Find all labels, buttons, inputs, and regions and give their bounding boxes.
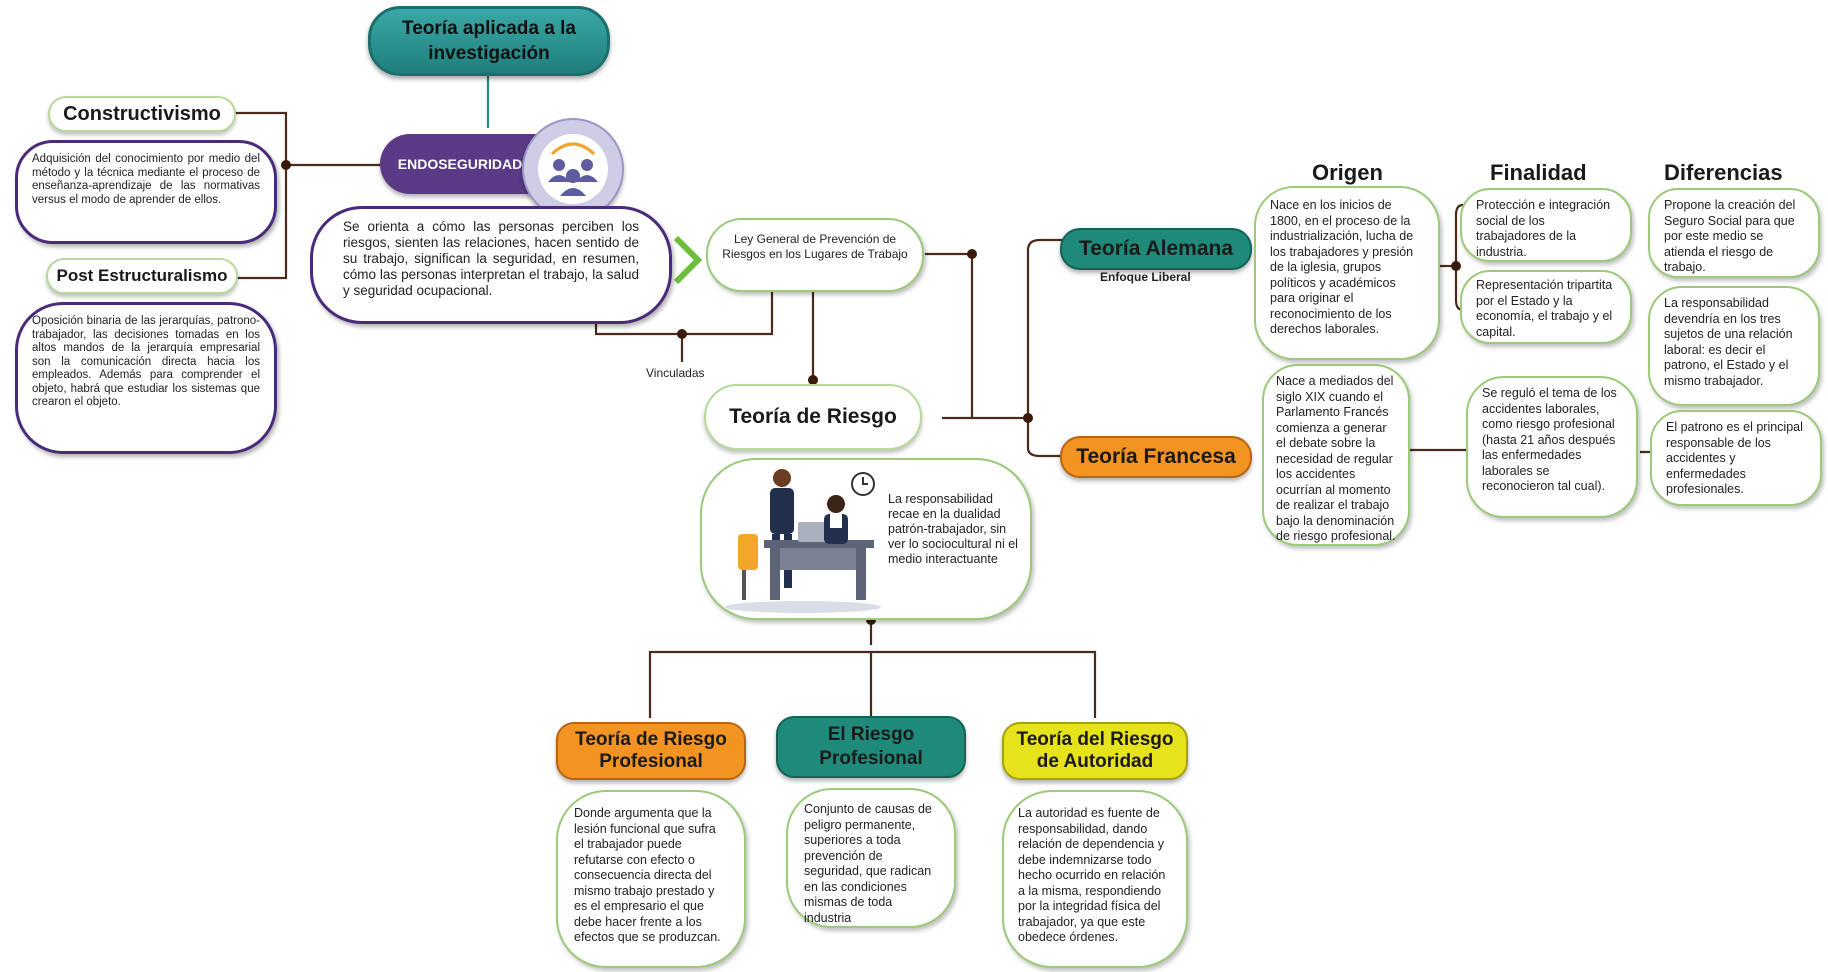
francesa-diferencias-text: El patrono es el principal responsable d… bbox=[1666, 420, 1803, 496]
vinculadas-label: Vinculadas bbox=[646, 366, 705, 380]
diferencias-header: Diferencias bbox=[1664, 160, 1783, 185]
teoria-riesgo-profesional-box: Donde argumenta que la lesión funcional … bbox=[556, 790, 746, 968]
teoria-riesgo-autoridad-title-text: Teoría del Riesgo de Autoridad bbox=[1016, 729, 1174, 772]
main-title: Teoría aplicada a la investigación bbox=[368, 6, 610, 76]
francesa-origen-box: Nace a mediados del siglo XIX cuando el … bbox=[1262, 364, 1410, 546]
endoseguridad-label-text: ENDOSEGURIDAD bbox=[397, 156, 523, 172]
constructivismo-title: Constructivismo bbox=[48, 96, 236, 132]
teoria-riesgo-autoridad-title: Teoría del Riesgo de Autoridad bbox=[1002, 722, 1188, 780]
el-riesgo-profesional-text: Conjunto de causas de peligro permanente… bbox=[804, 802, 932, 925]
teoria-francesa-title-text: Teoría Francesa bbox=[1076, 445, 1236, 468]
enfoque-liberal-label: Enfoque Liberal bbox=[1100, 270, 1191, 284]
finalidad-header: Finalidad bbox=[1490, 160, 1587, 185]
alemana-finalidad-text-2: Representación tripartita por el Estado … bbox=[1476, 278, 1613, 339]
alemana-origen-text: Nace en los inicios de 1800, en el proce… bbox=[1270, 198, 1414, 336]
people-group-icon bbox=[522, 118, 624, 220]
alemana-finalidad-text-1: Protección e integración social de los t… bbox=[1476, 198, 1611, 259]
main-title-text: Teoría aplicada a la investigación bbox=[402, 18, 576, 64]
teoria-riesgo-autoridad-box: La autoridad es fuente de responsabilida… bbox=[1002, 790, 1188, 968]
alemana-finalidad-box-1: Protección e integración social de los t… bbox=[1460, 188, 1632, 262]
post-estructuralismo-title: Post Estructuralismo bbox=[46, 258, 238, 294]
constructivismo-text: Adquisición del conocimiento por medio d… bbox=[32, 153, 260, 206]
teoria-riesgo-profesional-title: Teoría de Riesgo Profesional bbox=[556, 722, 746, 780]
alemana-diferencias-box-1: Propone la creación del Seguro Social pa… bbox=[1648, 188, 1820, 278]
post-estructuralismo-title-text: Post Estructuralismo bbox=[56, 266, 228, 285]
teoria-alemana-title-text: Teoría Alemana bbox=[1078, 237, 1234, 260]
endoseguridad-description-box: Se orienta a cómo las personas perciben … bbox=[310, 206, 672, 324]
teoria-francesa-title: Teoría Francesa bbox=[1060, 436, 1252, 478]
ley-general-text: Ley General de Prevención de Riesgos en … bbox=[722, 232, 908, 261]
teoria-riesgo-autoridad-text: La autoridad es fuente de responsabilida… bbox=[1018, 806, 1166, 944]
el-riesgo-profesional-title-text: El Riesgo Profesional bbox=[819, 724, 923, 769]
ley-general-box: Ley General de Prevención de Riesgos en … bbox=[706, 218, 924, 292]
post-estructuralismo-box: Oposición binaria de las jerarquías, pat… bbox=[15, 302, 277, 454]
constructivismo-box: Adquisición del conocimiento por medio d… bbox=[15, 140, 277, 244]
alemana-diferencias-box-2: La responsabilidad devendría en los tres… bbox=[1648, 286, 1820, 406]
alemana-diferencias-text-2: La responsabilidad devendría en los tres… bbox=[1664, 296, 1793, 388]
francesa-finalidad-text: Se reguló el tema de los accidentes labo… bbox=[1482, 386, 1617, 493]
francesa-origen-text: Nace a mediados del siglo XIX cuando el … bbox=[1276, 374, 1396, 543]
teoria-riesgo-box: La responsabilidad recae en la dualidad … bbox=[700, 458, 1032, 620]
endoseguridad-description: Se orienta a cómo las personas perciben … bbox=[343, 219, 639, 298]
alemana-finalidad-box-2: Representación tripartita por el Estado … bbox=[1460, 270, 1632, 344]
endoseguridad-label: ENDOSEGURIDAD bbox=[380, 134, 540, 194]
chevron-right-icon bbox=[673, 235, 703, 285]
alemana-diferencias-text-1: Propone la creación del Seguro Social pa… bbox=[1664, 198, 1796, 274]
el-riesgo-profesional-title: El Riesgo Profesional bbox=[776, 716, 966, 778]
teoria-riesgo-profesional-title-text: Teoría de Riesgo Profesional bbox=[575, 729, 727, 772]
francesa-diferencias-box: El patrono es el principal responsable d… bbox=[1650, 410, 1822, 506]
el-riesgo-profesional-box: Conjunto de causas de peligro permanente… bbox=[786, 788, 956, 928]
teoria-riesgo-title: Teoría de Riesgo bbox=[704, 384, 922, 450]
origen-header: Origen bbox=[1312, 160, 1383, 185]
teoria-riesgo-title-text: Teoría de Riesgo bbox=[729, 405, 897, 428]
post-estructuralismo-text: Oposición binaria de las jerarquías, pat… bbox=[32, 315, 260, 408]
office-workers-illustration bbox=[725, 469, 881, 613]
constructivismo-title-text: Constructivismo bbox=[63, 102, 221, 125]
alemana-origen-box: Nace en los inicios de 1800, en el proce… bbox=[1254, 186, 1440, 360]
francesa-finalidad-box: Se reguló el tema de los accidentes labo… bbox=[1466, 376, 1638, 518]
people-group-icon-graphic bbox=[538, 134, 608, 204]
teoria-riesgo-profesional-text: Donde argumenta que la lesión funcional … bbox=[574, 806, 721, 944]
teoria-alemana-title: Teoría Alemana bbox=[1060, 228, 1252, 270]
teoria-riesgo-text: La responsabilidad recae en la dualidad … bbox=[888, 492, 1018, 566]
